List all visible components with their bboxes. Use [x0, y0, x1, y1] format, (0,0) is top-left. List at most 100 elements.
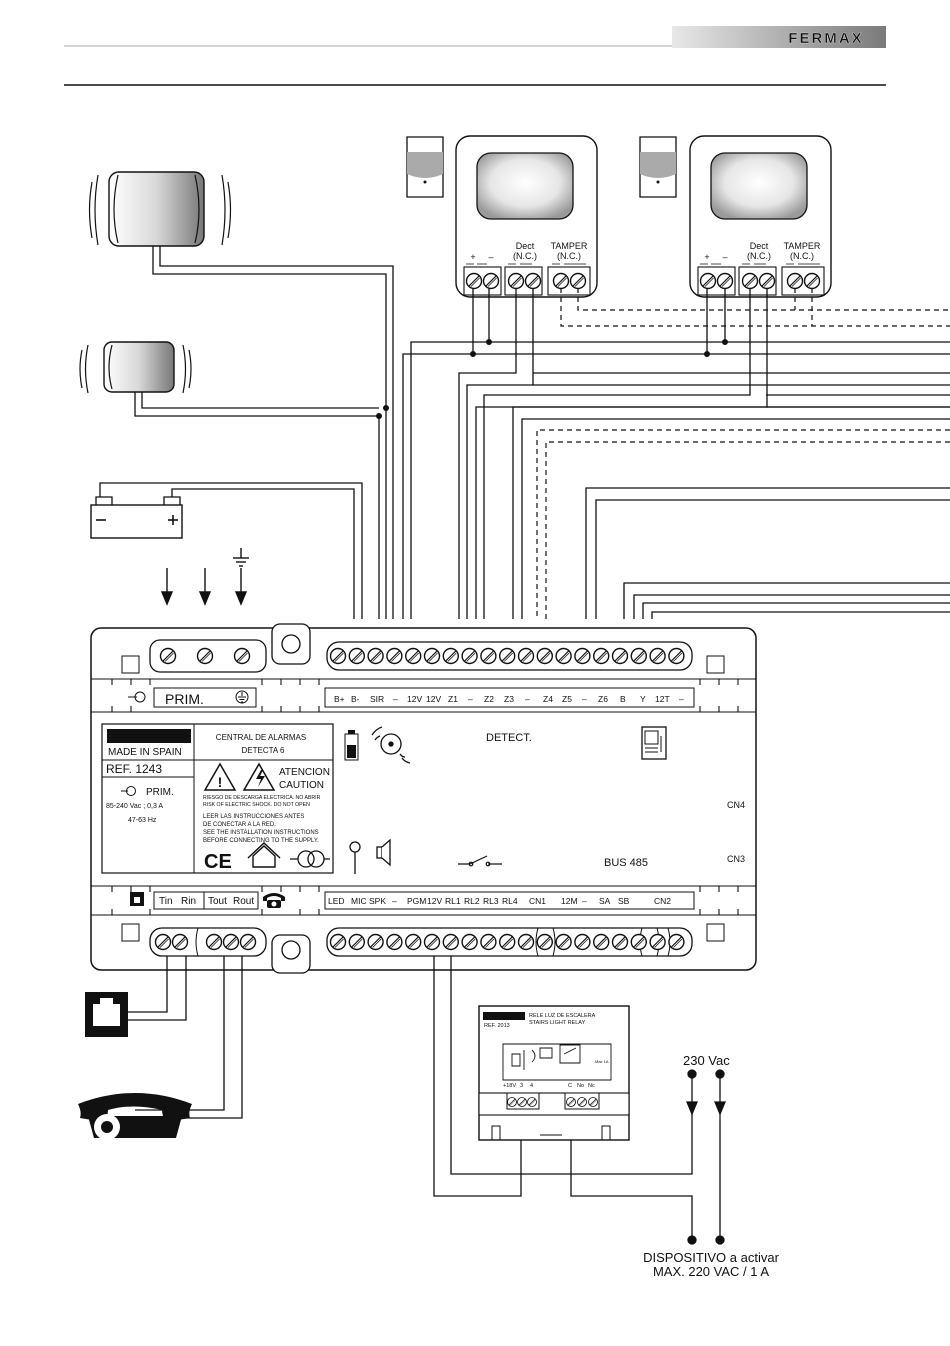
bottom-terminal-label: LED — [328, 896, 345, 906]
ground-icon — [233, 548, 249, 567]
bottom-terminal-label: SB — [618, 896, 630, 906]
svg-text:!: ! — [218, 774, 223, 790]
terminal-screw — [423, 647, 441, 665]
terminal-screw — [536, 647, 553, 665]
relay-t-c: C — [568, 1083, 572, 1089]
wires-bottom — [128, 956, 721, 1240]
sensor2-tamper-nc: (N.C.) — [790, 251, 814, 261]
top-terminal-label: Z4 — [543, 694, 553, 704]
label-card-brand: FERMAX — [120, 731, 178, 743]
terminal-screw — [630, 647, 647, 665]
terminal-screw — [668, 647, 685, 665]
top-terminal-label: – — [582, 694, 587, 704]
relay-t-nc: Nc — [588, 1083, 595, 1089]
terminal-screw — [222, 933, 240, 951]
panel-bus485: BUS 485 — [604, 857, 648, 869]
bottom-terminal-label: CN2 — [654, 896, 671, 906]
label-card-risk-en: RISK OF ELECTRIC SHOCK. DO NOT OPEN — [203, 802, 310, 808]
warning-icon — [242, 762, 276, 791]
terminal-screw — [499, 933, 516, 951]
label-card-atencion: ATENCION — [279, 767, 330, 778]
terminal-screw — [205, 933, 223, 951]
device-label-line2: MAX. 220 VAC / 1 A — [653, 1264, 769, 1279]
battery-icon — [90, 496, 183, 539]
ground-symbol-icon — [235, 690, 249, 704]
bottom-terminal-label: CN1 — [529, 896, 546, 906]
terminal-screw — [649, 647, 666, 665]
relay-ref: REF. 2013 — [484, 1023, 510, 1029]
relay-module: FERMAX REF. 2013 RELE LUZ DE ESCALERA ST… — [478, 1005, 630, 1141]
label-card-title2: DETECTA 6 — [242, 746, 286, 755]
terminal-screw — [367, 647, 384, 665]
microphone-icon — [349, 841, 361, 874]
top-terminal-label: – — [468, 694, 473, 704]
svg-text:Max 1A: Max 1A — [595, 1059, 609, 1064]
terminal-screw — [442, 647, 459, 665]
wire-junctions — [376, 339, 728, 419]
relay-t-no: No — [577, 1083, 584, 1089]
terminal-screw — [536, 933, 553, 951]
battery-status-icon — [344, 730, 359, 761]
relay-t-3: 3 — [520, 1083, 523, 1089]
label-card-risk-es: RIESGO DE DESCARGA ELECTRICA. NO ABRIR — [203, 795, 321, 801]
label-card-instr3: SEE THE INSTALLATION INSTRUCTIONS — [203, 830, 319, 836]
label-card-voltage: 85-240 Vac ; 0,3 A — [106, 803, 163, 810]
terminal-screw — [480, 647, 497, 665]
transformer-icon — [290, 850, 330, 868]
bottom-terminal-label: 12V — [427, 896, 442, 906]
terminal-screw — [555, 933, 572, 951]
device-label-line1: DISPOSITIVO a activar — [643, 1250, 779, 1265]
terminal-screw — [517, 647, 535, 665]
panel-cn4: CN4 — [727, 800, 745, 810]
pir-sensor-icon: + – Dect (N.C.) TAMPER (N.C.) — [639, 135, 832, 298]
terminal-screw — [593, 647, 610, 665]
terminal-screw — [480, 933, 497, 951]
page-header: FERMAX — [64, 26, 886, 86]
top-terminal-label: Z6 — [598, 694, 608, 704]
terminal-screw — [386, 647, 403, 665]
label-card-prim: PRIM. — [146, 787, 174, 798]
terminal-screw — [461, 647, 478, 665]
rj-socket-icon — [85, 992, 128, 1037]
telephone-icon — [78, 1093, 192, 1140]
label-card-ref: REF. 1243 — [106, 762, 162, 776]
top-terminal-label: Z2 — [484, 694, 494, 704]
bottom-terminal-label: – — [392, 896, 397, 906]
monitor-icon — [641, 726, 667, 760]
indoor-house-icon — [247, 842, 281, 868]
panel-prim-label: PRIM. — [165, 691, 204, 707]
bottom-terminal-label: MIC — [351, 896, 367, 906]
terminal-screw — [611, 933, 629, 951]
label-card-freq: 47-63 Hz — [128, 817, 157, 824]
panel-detect-label: DETECT. — [486, 732, 532, 744]
tick-marks-bottom — [111, 886, 739, 915]
top-terminal-label: – — [525, 694, 530, 704]
terminal-screw — [517, 933, 535, 951]
relay-t-4: 4 — [530, 1083, 533, 1089]
switch-icon — [458, 855, 502, 867]
sensor1-tamper: TAMPER — [551, 241, 588, 251]
siren-icon — [88, 171, 232, 247]
sensor1-dect-nc: (N.C.) — [513, 251, 537, 261]
terminal-screw — [574, 933, 591, 951]
arrow-in-icon — [128, 691, 146, 703]
sensor2-plus: + — [704, 252, 709, 262]
mains-input-arrows — [160, 568, 248, 606]
bottom-terminal-label: RL3 — [483, 896, 499, 906]
mains-label: 230 Vac — [683, 1053, 730, 1068]
ce-mark-icon: CE — [204, 851, 232, 873]
label-card-instr2: DE CONECTAR A LA RED. — [203, 822, 276, 828]
terminal-screw — [405, 933, 422, 951]
label-card-title1: CENTRAL DE ALARMAS — [216, 733, 306, 742]
label-card-caution: CAUTION — [279, 780, 324, 791]
top-terminal-label: SIR — [370, 694, 384, 704]
panel-cn3: CN3 — [727, 854, 745, 864]
siren-icon — [79, 341, 192, 394]
top-terminal-label: Z1 — [448, 694, 458, 704]
mains-terminals — [686, 1069, 726, 1245]
terminal-screw — [154, 933, 172, 951]
terminal-screw — [348, 647, 365, 665]
